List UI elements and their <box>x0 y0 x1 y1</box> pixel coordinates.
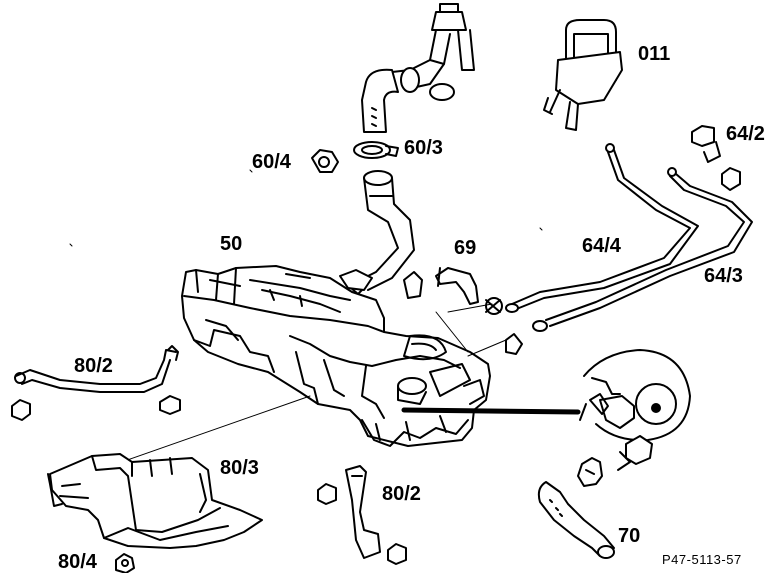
label-60-3: 60/3 <box>404 137 443 159</box>
label-011: 011 <box>638 43 671 65</box>
filler-pipe-lower <box>355 170 415 291</box>
strap-80-2-lower <box>317 465 407 565</box>
label-69: 69 <box>454 237 477 259</box>
specks <box>69 169 543 247</box>
leader-lines <box>115 303 507 465</box>
filler-neck-upper <box>391 3 475 101</box>
label-64-2: 64/2 <box>726 123 765 145</box>
label-80-2-lower: 80/2 <box>382 483 421 505</box>
label-70: 70 <box>618 525 641 547</box>
strap-80-2-left <box>11 345 181 421</box>
canister-011 <box>543 19 623 131</box>
hose-clamp-60-3 <box>353 141 399 159</box>
bracket-64-2 <box>691 125 741 191</box>
label-50: 50 <box>220 233 243 255</box>
hose-69 <box>435 267 503 315</box>
hose-70 <box>537 457 615 559</box>
label-64-3: 64/3 <box>704 265 743 287</box>
nut-80-4 <box>115 553 135 573</box>
label-80-2-left: 80/2 <box>74 355 113 377</box>
fuel-tank-50 <box>181 265 491 447</box>
label-60-4: 60/4 <box>252 151 291 173</box>
reference-code: P47-5113-57 <box>662 552 742 567</box>
shield-80-3 <box>47 453 263 549</box>
label-64-4: 64/4 <box>582 235 621 257</box>
sender-leader-line <box>401 407 581 415</box>
fuel-sender-detail <box>579 349 691 471</box>
label-80-3: 80/3 <box>220 457 259 479</box>
nut-60-4 <box>311 149 339 173</box>
fuel-line-64-4 <box>505 143 699 313</box>
filler-hose-bend <box>361 68 399 133</box>
fuel-line-64-3 <box>532 167 753 332</box>
label-80-4: 80/4 <box>58 551 97 573</box>
